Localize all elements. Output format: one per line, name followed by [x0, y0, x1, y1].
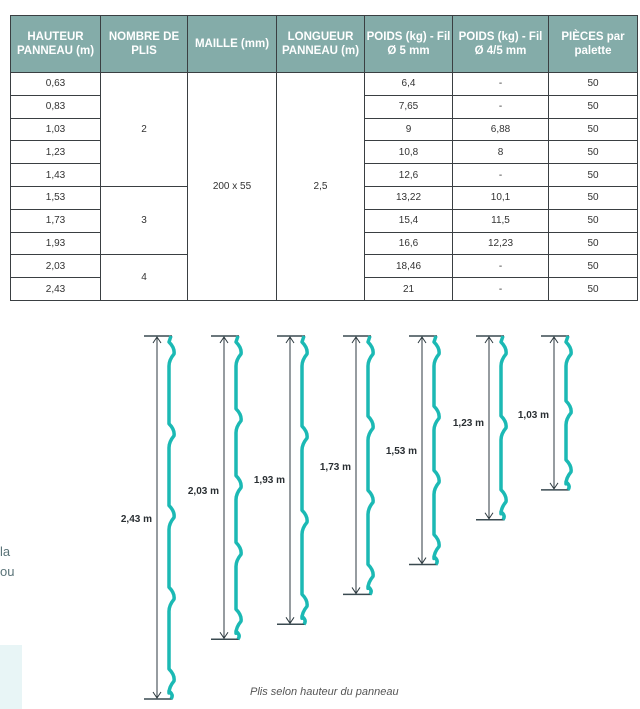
arrow-heads	[351, 336, 361, 595]
wire-panel	[234, 335, 243, 641]
wire-panel	[167, 335, 176, 701]
arrow-heads	[152, 336, 162, 699]
column-header: MAILLE (mm)	[187, 15, 277, 73]
height-cell: 2,43	[10, 277, 101, 301]
height-label: 1,53 m	[386, 446, 417, 457]
column-header: LONGUEUR PANNEAU (m)	[276, 15, 365, 73]
height-label: 2,43 m	[121, 514, 152, 525]
diagram-caption: Plis selon hauteur du panneau	[250, 686, 399, 698]
height-label: 1,73 m	[320, 462, 351, 473]
column-header: POIDS (kg) - Fil Ø 5 mm	[364, 15, 453, 73]
height-label: 1,93 m	[254, 475, 285, 486]
wire-panel	[564, 335, 573, 491]
plis-cell: 4	[100, 254, 188, 301]
wire-panel	[300, 335, 309, 626]
maille-cell: 200 x 55	[187, 72, 277, 301]
arrow-heads	[285, 336, 295, 625]
wire-panel	[432, 335, 441, 566]
column-header: NOMBRE DE PLIS	[100, 15, 188, 73]
column-header: PIÈCES par palette	[548, 15, 638, 73]
arrow-heads	[219, 336, 229, 640]
column-header: HAUTEUR PANNEAU (m)	[10, 15, 101, 73]
height-label: 1,23 m	[453, 418, 484, 429]
longueur-cell: 2,5	[276, 72, 365, 301]
height-label: 2,03 m	[188, 486, 219, 497]
height-label: 1,03 m	[518, 410, 549, 421]
wire-panel	[499, 335, 508, 521]
arrow-heads	[417, 336, 427, 565]
wire-panel	[366, 335, 375, 596]
plis-cell: 3	[100, 185, 188, 256]
side-text: la	[0, 544, 11, 559]
column-header: POIDS (kg) - Fil Ø 4/5 mm	[452, 15, 549, 73]
arrow-heads	[549, 336, 559, 490]
arrow-heads	[484, 336, 494, 520]
pieces-cell: 50	[548, 277, 638, 301]
info-box	[0, 645, 22, 709]
side-text: ou	[0, 564, 15, 579]
